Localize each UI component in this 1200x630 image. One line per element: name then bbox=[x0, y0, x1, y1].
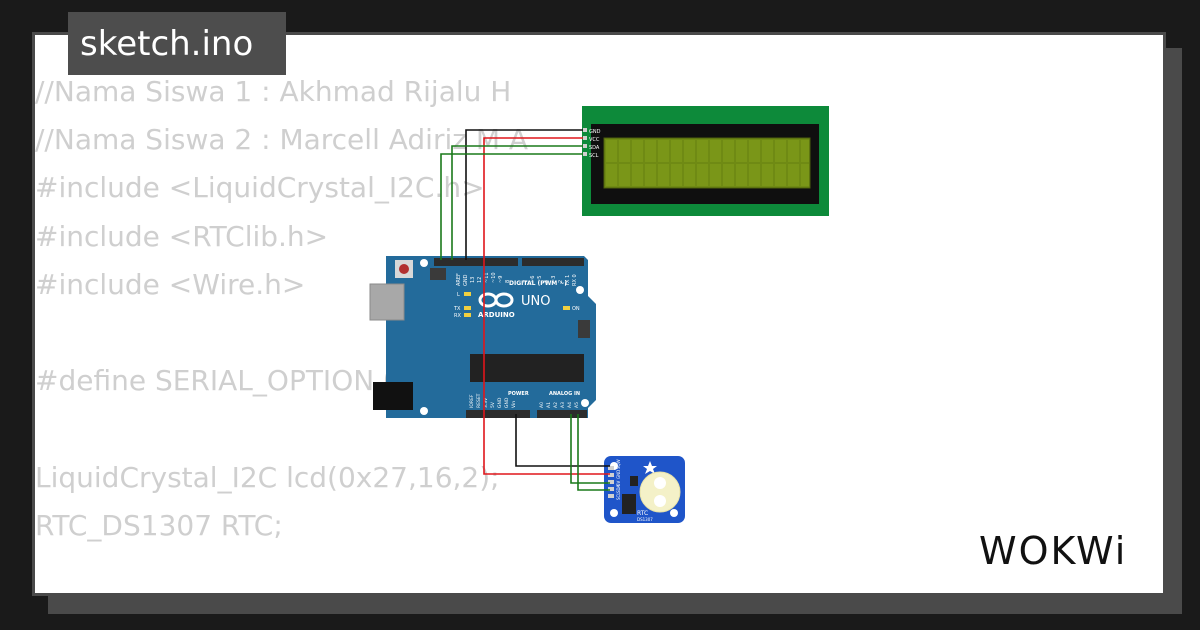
lcd-pin-label: VCC bbox=[589, 137, 600, 143]
rtc-pin-label: 5V bbox=[616, 480, 621, 486]
atmega-chip bbox=[470, 354, 584, 382]
lcd-pin-label: SCL bbox=[589, 153, 599, 159]
pin-label: ~11 bbox=[484, 272, 490, 283]
led-label: RX bbox=[454, 313, 461, 319]
digital-header-right bbox=[522, 258, 584, 266]
pin-label: TX 1 bbox=[565, 275, 571, 287]
pin-label: ~10 bbox=[491, 272, 497, 283]
power-pin-label: 3.3V bbox=[483, 397, 489, 408]
analog-pin-label: A2 bbox=[553, 402, 559, 408]
pin-label: 13 bbox=[470, 277, 476, 283]
led-label: L bbox=[457, 292, 460, 298]
pin-label: 4 bbox=[544, 280, 550, 283]
lcd-pin-header: GND VCC SDA SCL bbox=[583, 128, 601, 159]
analog-title: ANALOG IN bbox=[549, 391, 580, 397]
arduino-uno-board[interactable]: AREF GND 13 12 ~11 ~10 ~9 8 7 ~6 ~5 4 ~3… bbox=[369, 256, 596, 418]
analog-pin-label: A1 bbox=[546, 402, 552, 408]
analog-pin-label: A3 bbox=[560, 402, 566, 408]
pin-label: 7 bbox=[523, 280, 529, 283]
on-label: ON bbox=[572, 306, 580, 312]
star-icon bbox=[643, 461, 657, 474]
analog-header bbox=[537, 410, 587, 418]
power-pin-label: GND bbox=[497, 397, 503, 408]
pin-label: ~5 bbox=[537, 276, 543, 283]
wokwi-logo-text: WOKWi bbox=[979, 529, 1127, 573]
arduino-infinity-icon bbox=[478, 292, 514, 308]
code-line: LiquidCrystal_I2C lcd(0x27,16,2); bbox=[35, 460, 500, 494]
code-line: RTC_DS1307 RTC; bbox=[35, 508, 283, 542]
code-line: #include <LiquidCrystal_I2C.h> bbox=[35, 171, 485, 205]
wires bbox=[440, 129, 610, 491]
code-line: #define SERIAL_OPTION 0 bbox=[35, 364, 401, 398]
wire-rtc-sda bbox=[570, 414, 610, 484]
code-line: //Nama Siswa 2 : Marcell Adiriz M A bbox=[35, 123, 529, 157]
power-pin-label: IOREF bbox=[469, 394, 475, 408]
pin-label: 12 bbox=[477, 277, 483, 283]
rtc-label: RTC bbox=[637, 510, 648, 517]
lcd-pin-label: SDA bbox=[589, 145, 600, 151]
code-line: #include <Wire.h> bbox=[35, 267, 306, 301]
file-tab-title: sketch.ino bbox=[80, 23, 254, 64]
power-jack bbox=[373, 382, 413, 410]
brand-label: ARDUINO bbox=[478, 311, 515, 319]
coin-cell-holder bbox=[639, 471, 681, 513]
digital-header-left bbox=[434, 258, 518, 266]
pin-label: 2 bbox=[558, 280, 564, 283]
rtc-pin-label: SDA bbox=[616, 484, 621, 493]
pin-label: ~6 bbox=[530, 276, 536, 283]
wire-rtc-scl bbox=[577, 414, 610, 491]
lcd-pin-label: GND bbox=[589, 129, 601, 135]
analog-pin-label: A0 bbox=[539, 402, 545, 408]
pin-label: GND bbox=[463, 274, 469, 286]
analog-pin-label: A5 bbox=[574, 402, 580, 408]
pin-label: 8 bbox=[505, 280, 511, 283]
code-line: //Nama Siswa 1 : Akhmad Rijalu H bbox=[35, 75, 512, 108]
digital-label: DIGITAL (PWM ~) bbox=[509, 280, 567, 287]
rtc-pin-label: SCL bbox=[616, 492, 621, 500]
analog-pin-label: A4 bbox=[567, 402, 573, 408]
wokwi-logo: WOKWi bbox=[979, 529, 1127, 573]
model-label: UNO bbox=[521, 294, 550, 309]
rtc-ds1307-module[interactable]: SQW GND 5V SDA SCL RTC DS1307 bbox=[604, 456, 685, 523]
wire-vcc bbox=[483, 137, 610, 475]
rtc-pin-label: SQW bbox=[616, 459, 621, 469]
file-tab: sketch.ino bbox=[68, 12, 286, 75]
power-title: POWER bbox=[508, 391, 529, 397]
rtc-chip-label: DS1307 bbox=[637, 517, 653, 522]
usb-port bbox=[369, 283, 405, 321]
code-line: #include <RTClib.h> bbox=[35, 219, 329, 253]
pin-label: RX 0 bbox=[572, 274, 578, 286]
wire-lcd-sda bbox=[451, 145, 583, 260]
wire-rtc-gnd bbox=[515, 414, 610, 467]
code-preview: //Nama Siswa 1 : Akhmad Rijalu H //Nama S… bbox=[35, 68, 528, 550]
power-pin-label: Vin bbox=[511, 401, 517, 408]
power-header bbox=[466, 410, 530, 418]
pin-label: ~9 bbox=[498, 276, 504, 283]
lcd-char-cells bbox=[606, 140, 809, 186]
power-pin-label: RESET bbox=[476, 393, 482, 408]
wire-lcd-gnd bbox=[465, 129, 583, 260]
rtc-pin-label: GND bbox=[616, 470, 621, 479]
lcd-display[interactable]: GND VCC SDA SCL bbox=[582, 106, 829, 216]
wire-lcd-scl bbox=[440, 153, 583, 260]
rtc-chip bbox=[622, 494, 636, 514]
led-label: TX bbox=[453, 306, 461, 312]
power-pin-label: GND bbox=[504, 397, 510, 408]
power-pin-label: 5V bbox=[490, 401, 496, 408]
pin-label: ~3 bbox=[551, 276, 557, 283]
pin-label: AREF bbox=[456, 273, 462, 286]
